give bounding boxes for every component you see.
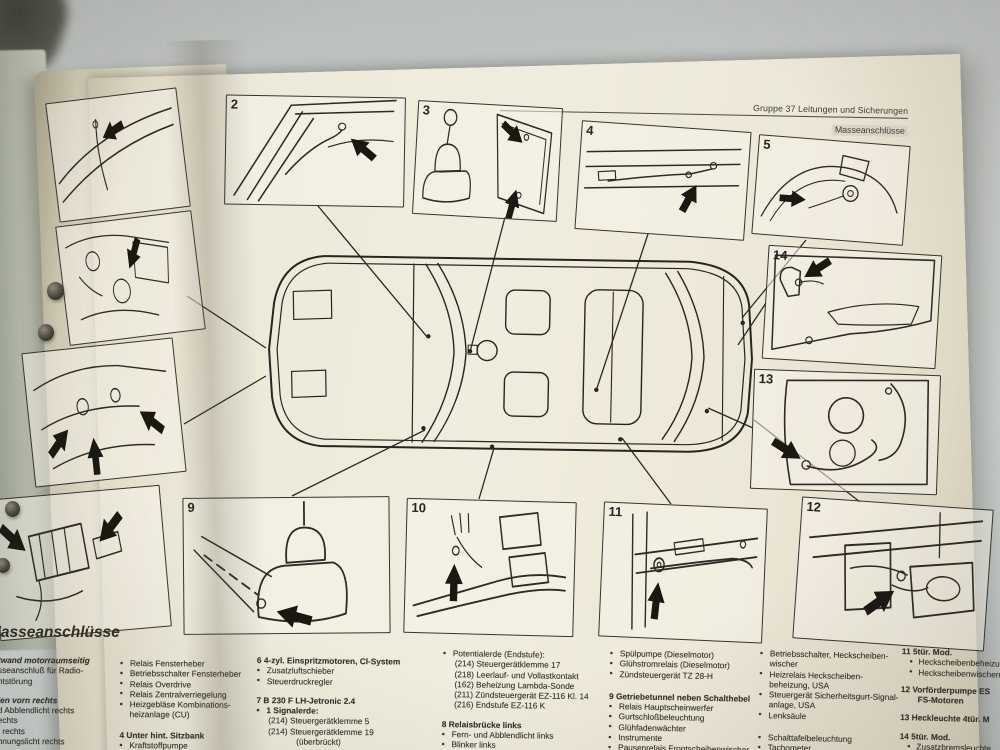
ground-point-illustration [631, 511, 759, 630]
legend-item: (überbrückt) [296, 736, 341, 747]
ground-point-illustration [33, 364, 167, 476]
legend-item: heizanlage (CU) [129, 709, 190, 720]
ground-point-illustration [760, 154, 898, 222]
left-page-photo-box [21, 337, 187, 488]
callout-number: 14 [772, 247, 788, 263]
ground-point-illustration [771, 254, 936, 351]
left-page-photo-box [0, 484, 172, 642]
binder-post [38, 324, 54, 341]
legend-item: t rechts [0, 725, 25, 736]
legend-col-5: Spülpumpe (Dieselmotor) Glühstromrelais … [608, 648, 768, 750]
legend-heading: Masseanschlüsse [0, 624, 120, 641]
callout-number: 10 [411, 499, 427, 516]
callout-number: 2 [230, 96, 239, 112]
callout-box-13: 13 [749, 368, 942, 496]
left-page-photo-box [55, 210, 206, 346]
ground-point-illustration [65, 234, 170, 321]
ground-point-illustration [809, 511, 984, 619]
callout-box-10: 10 [403, 497, 577, 638]
ground-point-illustration [422, 108, 553, 221]
ground-point-illustration [193, 500, 348, 628]
callout-box-4: 4 [574, 120, 752, 241]
legend-item: echts [0, 715, 18, 726]
legend-item: Steuerdruckregler [257, 676, 447, 688]
callout-box-11: 11 [598, 501, 768, 644]
callout-number: 3 [422, 102, 431, 118]
callout-number: 11 [608, 503, 623, 520]
ground-point-illustration [233, 99, 397, 202]
ground-point-illustration [583, 148, 742, 214]
left-page-photo-box [45, 87, 191, 223]
callout-number: 5 [762, 136, 772, 153]
callout-number: 4 [585, 122, 595, 139]
legend-item: Blinker links [441, 739, 616, 750]
legend-item: len vorn rechts [0, 694, 58, 706]
legend-item: d Abblendlicht rechts [0, 705, 75, 716]
callout-box-2: 2 [224, 94, 406, 208]
legend-col-7: 11 5tür. Mod. Heckscheibenbeheizung Heck… [899, 646, 1000, 750]
legend-item: twand motorraumseitig [0, 655, 90, 666]
ground-point-illustration [771, 379, 930, 486]
legend-col-4: Potentialerde (Endstufe): (214) Steuerge… [441, 648, 618, 750]
legend-item: sseanschluß für Radio- [0, 665, 84, 676]
callout-number: 13 [758, 370, 774, 387]
binder-post [5, 501, 20, 517]
legend-col-6: Betriebsschalter, Heckscheiben- wischer … [758, 648, 910, 750]
callout-box-9: 9 [182, 496, 391, 635]
ground-point-illustration [412, 511, 567, 618]
legend-item: Zusatzbremsleuchte [899, 741, 1000, 750]
legend-col-3: 6 4-zyl. Einspritzmotoren, CI-System Zus… [256, 655, 447, 748]
legend-col-2: Relais Fensterheber Betriebsschalter Fen… [119, 658, 260, 750]
callout-number: 9 [187, 499, 195, 515]
callout-box-3: 3 [411, 100, 564, 222]
callout-box-12: 12 [792, 496, 994, 652]
legend-item: Kraftstoffpumpe [119, 740, 259, 750]
binder-post [0, 558, 10, 573]
ground-point-illustration [0, 511, 123, 622]
section-title: Masseanschlüsse [831, 123, 908, 137]
binder-post [47, 282, 64, 300]
ground-point-illustration [58, 107, 174, 203]
callout-box-14: 14 [761, 244, 943, 370]
callout-box-5: 5 [751, 134, 911, 246]
car-top-view [268, 255, 753, 453]
legend-col-1: twand motorraumseitig sseanschluß für Ra… [0, 655, 118, 747]
callout-number: 12 [805, 498, 822, 515]
legend-item: ntstörung [0, 675, 33, 686]
legend-item: nnungslicht rechts [0, 736, 65, 747]
